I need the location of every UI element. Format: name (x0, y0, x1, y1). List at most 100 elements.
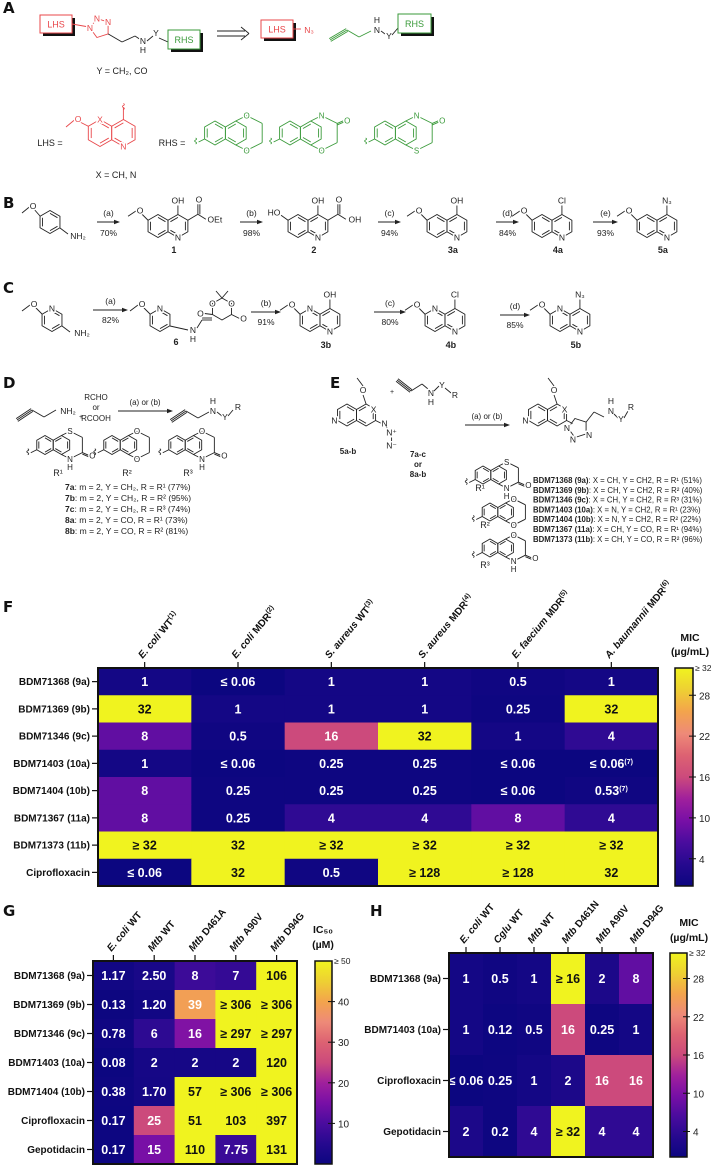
bond (170, 410, 187, 422)
ring (287, 213, 309, 239)
bond (613, 413, 619, 419)
cell-value: 2 (151, 1056, 158, 1070)
bond (499, 514, 506, 520)
atom-label: N₃ (575, 290, 585, 300)
reagent: or (92, 403, 99, 412)
atom-label: O (539, 299, 546, 309)
ring (111, 118, 136, 148)
heatmap-cell (191, 749, 286, 778)
cell-value: 1 (515, 730, 522, 744)
bond (404, 301, 418, 311)
atom-label: N (94, 13, 100, 23)
heatmap-cell (471, 831, 566, 860)
column-strain: D94G (641, 903, 666, 930)
bond (547, 377, 555, 387)
heatmap-cell (564, 668, 659, 696)
cell-value: 0.78 (101, 1027, 125, 1041)
cell-value: 0.17 (101, 1114, 125, 1128)
cell-value: ≥ 297 (261, 1027, 292, 1041)
heatmap-cell (585, 1055, 620, 1107)
ring (279, 120, 301, 146)
bond (216, 411, 223, 417)
atom-label: O (360, 385, 367, 395)
cell-value: 1 (328, 702, 335, 716)
atom-label: Y (153, 28, 159, 38)
cell-value: 4 (599, 1125, 606, 1139)
heatmap-cell (191, 858, 286, 887)
compound-number: 3b (321, 340, 332, 350)
cell-value: 16 (324, 730, 338, 744)
cell-value: 32 (604, 866, 618, 880)
r-group-label: R² (122, 468, 132, 478)
atom-label: R (452, 390, 458, 400)
product-entry: 8b: m = 2, Y = CO, R = R² (81%) (65, 526, 188, 536)
column-footnote: (6) (659, 579, 670, 590)
cell-footnote: (7) (619, 786, 628, 793)
heatmap-cell (93, 1106, 135, 1136)
product-description: : X = N, Y = CH2, R = R¹ (23%) (593, 505, 701, 514)
ring (212, 297, 232, 321)
cell-value: 0.17 (101, 1143, 125, 1157)
atom-label: H (511, 565, 517, 574)
heatmap-cell (133, 1077, 176, 1107)
cell-value: 0.53(7) (595, 784, 628, 798)
atom-label: S (504, 458, 509, 467)
heatmap-cell (133, 961, 176, 991)
bond (310, 229, 319, 236)
bond (537, 406, 546, 412)
heatmap-cell (174, 1019, 216, 1049)
atom-label: N (577, 327, 583, 337)
bond (346, 418, 355, 424)
rhs-equals: RHS = (159, 138, 186, 148)
heatmap-cell (93, 1077, 135, 1107)
atom-label: N (522, 416, 528, 426)
compound-number: 5a (658, 245, 669, 255)
bond (171, 411, 188, 423)
bond (201, 452, 215, 460)
atom-label: N (105, 17, 111, 27)
bond (499, 504, 506, 510)
heatmap-cell (449, 953, 484, 1005)
colorbar-tick-label: 10 (699, 814, 711, 825)
column-species: E. coli (137, 631, 165, 661)
atom-label: N (327, 327, 333, 337)
cell-value: 1.17 (101, 969, 125, 983)
heatmap-cell (619, 1004, 654, 1056)
fragment-box-label: RHS (174, 35, 193, 45)
atom-label: OH (324, 290, 337, 300)
product-entry: BDM71373 (11b): X = CH, Y = CO, R = R² (… (533, 535, 703, 544)
cell-value: 51 (188, 1114, 202, 1128)
bond (328, 28, 347, 40)
bond (289, 123, 299, 129)
cell-value: 2 (192, 1056, 199, 1070)
product-id: BDM71403 (10a) (533, 505, 593, 514)
heatmap-cell (378, 777, 472, 805)
row-label: BDM71346 (9c) (19, 732, 90, 743)
heatmap-cell (517, 953, 552, 1005)
heatmap-cell (517, 1055, 552, 1107)
heatmap-cell (585, 1004, 620, 1056)
product-entry: BDM71367 (11a): X = CH, Y = CO, R = R¹ (… (533, 525, 702, 534)
bond (505, 556, 514, 562)
heatmap-cell (256, 961, 298, 991)
column-species: Mtb (228, 933, 248, 954)
ring (319, 307, 341, 333)
heatmap-cell (449, 1106, 484, 1158)
row-label: BDM71369 (9b) (13, 1000, 85, 1011)
colorbar-tick-label: ≥ 32 (689, 948, 706, 958)
atom-label: N (557, 304, 563, 314)
bond (310, 216, 319, 223)
bond (291, 305, 301, 315)
bond (55, 448, 62, 453)
cell-value: 6 (151, 1027, 158, 1041)
atom-label: NH₂ (74, 328, 90, 338)
reagent: RCOOH (81, 414, 111, 423)
heatmap-frame (448, 952, 654, 1158)
bond (549, 418, 558, 424)
atom-label: H (140, 45, 146, 55)
cell-value: ≤ 0.06(7) (590, 757, 633, 771)
cell-value: 1 (421, 702, 428, 716)
column-header: S. aureusMDR(4) (416, 592, 476, 661)
heatmap-cell (471, 749, 566, 778)
